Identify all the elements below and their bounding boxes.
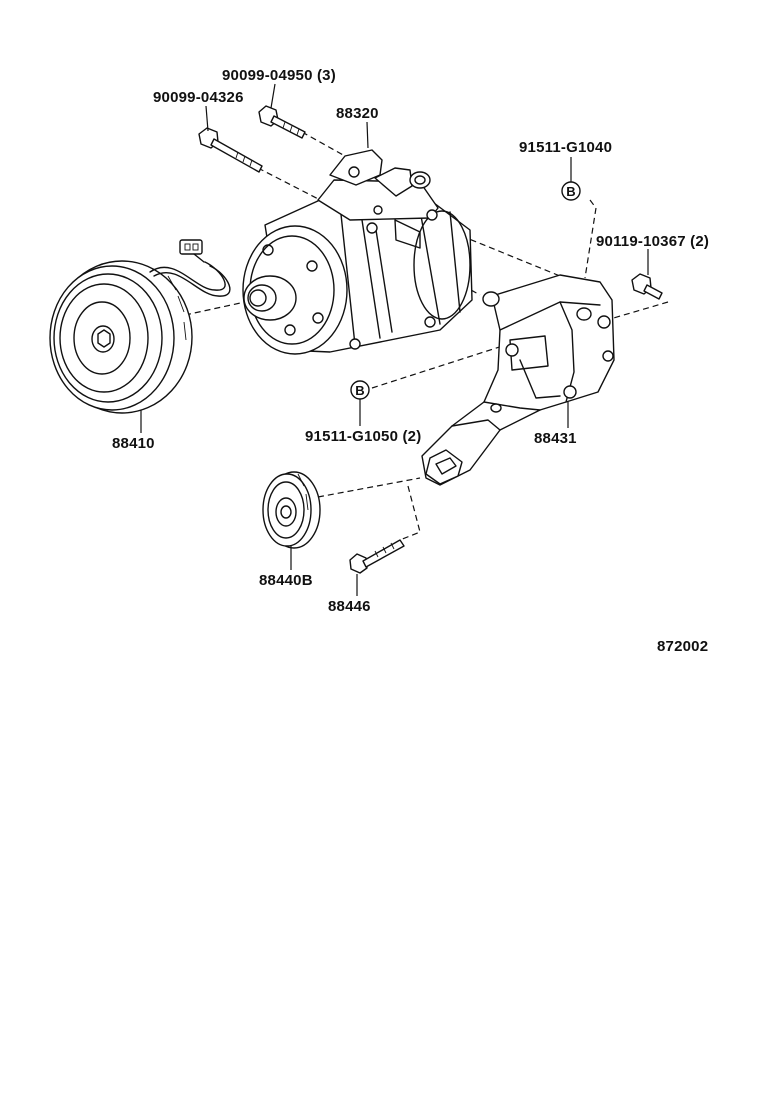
compressor-drawing [242,149,473,355]
idler-pulley-drawing [262,471,321,549]
leader-lines [140,83,649,596]
label-magnetic-clutch: 88410 [112,435,155,452]
label-stud-bolt: 91511-G1040 [519,139,612,156]
label-idler-pulley: 88440B [259,572,313,589]
part-labels: 90099-04950 (3) 90099-04326 88320 91511-… [112,67,709,655]
bracket-drawing [421,274,615,486]
label-compressor: 88320 [336,105,379,122]
reference-marker-upper: B [561,181,581,201]
label-bracket-bolt: 91511-G1050 (2) [305,428,421,445]
label-small-bolt: 90119-10367 (2) [596,233,709,250]
label-bracket: 88431 [534,430,577,447]
reference-marker-lower: B [350,380,370,400]
bolt-upper-drawing [258,105,306,139]
figure-code: 872002 [657,638,708,655]
label-bolt-upper: 90099-04950 (3) [222,67,336,84]
reference-marker-upper-text: B [566,184,575,199]
magnetic-clutch-drawing [49,239,231,414]
label-bolt-lower: 90099-04326 [153,89,244,106]
pulley-bolt-drawing [349,539,405,574]
bolt-lower-drawing [198,127,263,173]
label-pulley-bolt: 88446 [328,598,371,615]
small-bolt-drawing [631,273,663,300]
reference-marker-lower-text: B [355,383,364,398]
